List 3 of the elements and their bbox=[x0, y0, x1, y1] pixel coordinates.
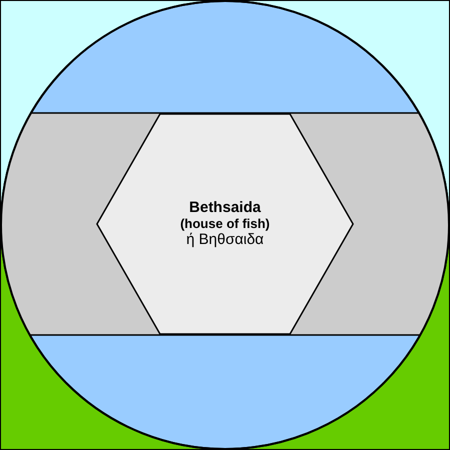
place-name: Bethsaida bbox=[189, 199, 261, 217]
name-meaning: (house of fish) bbox=[180, 216, 270, 232]
greek-name: ή Βηθσαιδα bbox=[186, 231, 264, 249]
